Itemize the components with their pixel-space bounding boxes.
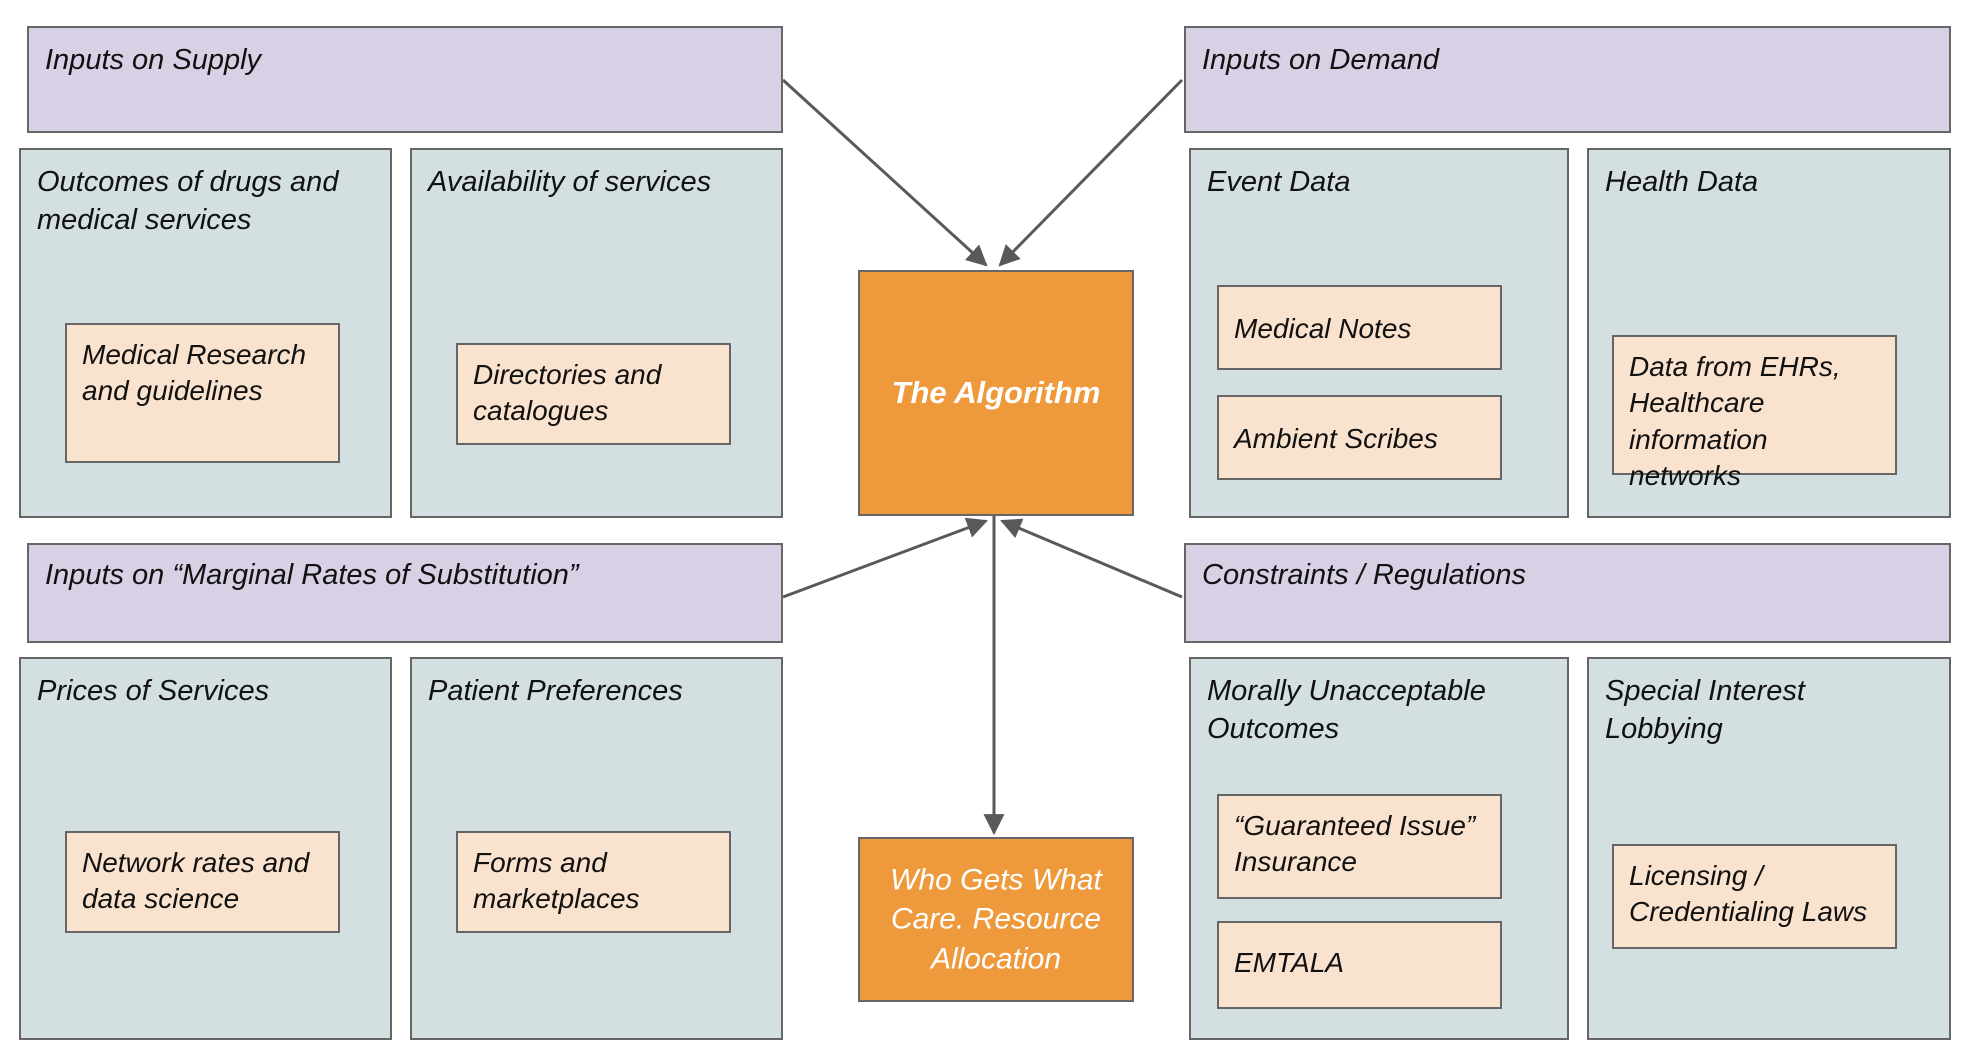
the-algorithm-label: The Algorithm (891, 375, 1101, 410)
group-label: Availability of services (428, 166, 712, 198)
group-patient-preferences[interactable]: Patient Preferences Forms and marketplac… (410, 657, 783, 1040)
arrow-supply-to-algorithm (781, 78, 988, 267)
leaf-ambient-scribes[interactable]: Ambient Scribes (1217, 395, 1502, 480)
group-label: Patient Preferences (428, 675, 683, 707)
leaf-label: Licensing / Credentialing Laws (1629, 860, 1868, 928)
leaf-label: Ambient Scribes (1234, 423, 1438, 454)
group-label: Prices of Services (37, 675, 270, 707)
group-label: Special Interest Lobbying (1605, 675, 1805, 745)
group-label: Health Data (1605, 166, 1759, 198)
group-label: Morally Unacceptable Outcomes (1207, 675, 1486, 745)
leaf-guaranteed-issue-insurance[interactable]: “Guaranteed Issue” Insurance (1217, 794, 1502, 899)
leaf-label: “Guaranteed Issue” Insurance (1234, 810, 1476, 878)
leaf-label: Forms and marketplaces (473, 847, 640, 915)
arrow-mrs-to-algorithm (782, 517, 988, 599)
leaf-forms-and-marketplaces[interactable]: Forms and marketplaces (456, 831, 731, 933)
group-health-data[interactable]: Health Data Data from EHRs, Healthcare i… (1587, 148, 1951, 518)
leaf-emtala[interactable]: EMTALA (1217, 921, 1502, 1009)
leaf-licensing-credentialing-laws[interactable]: Licensing / Credentialing Laws (1612, 844, 1897, 949)
header-constraints-regulations[interactable]: Constraints / Regulations (1184, 543, 1951, 643)
arrow-demand-to-algorithm (998, 78, 1184, 267)
who-gets-what-care-label: Who Gets What Care. Resource Allocation (890, 863, 1102, 976)
leaf-data-from-ehrs[interactable]: Data from EHRs, Healthcare information n… (1612, 335, 1897, 491)
group-prices-of-services[interactable]: Prices of Services Network rates and dat… (19, 657, 392, 1040)
header-inputs-on-marginal-rates-of-substitution[interactable]: Inputs on “Marginal Rates of Substitutio… (27, 543, 783, 643)
group-label: Event Data (1207, 166, 1351, 198)
leaf-label: Medical Notes (1234, 313, 1412, 344)
header-label: Inputs on Supply (45, 44, 262, 76)
leaf-label: Network rates and data science (82, 847, 310, 915)
arrow-constraints-to-algorithm (1000, 518, 1183, 599)
leaf-label: Directories and catalogues (473, 359, 662, 427)
header-inputs-on-demand[interactable]: Inputs on Demand (1184, 26, 1951, 133)
leaf-label: EMTALA (1234, 947, 1344, 978)
who-gets-what-care-node[interactable]: Who Gets What Care. Resource Allocation (858, 837, 1134, 1002)
group-outcomes-of-drugs-and-medical-services[interactable]: Outcomes of drugs and medical services M… (19, 148, 392, 518)
leaf-network-rates-and-data-science[interactable]: Network rates and data science (65, 831, 340, 933)
group-label: Outcomes of drugs and medical services (37, 166, 339, 236)
header-label: Constraints / Regulations (1202, 559, 1526, 591)
header-label: Inputs on “Marginal Rates of Substitutio… (45, 559, 579, 591)
leaf-medical-research-and-guidelines[interactable]: Medical Research and guidelines (65, 323, 340, 463)
leaf-medical-notes[interactable]: Medical Notes (1217, 285, 1502, 370)
group-event-data[interactable]: Event Data Medical Notes Ambient Scribes (1189, 148, 1569, 518)
group-availability-of-services[interactable]: Availability of services Directories and… (410, 148, 783, 518)
leaf-label: Medical Research and guidelines (82, 339, 307, 407)
header-inputs-on-supply[interactable]: Inputs on Supply (27, 26, 783, 133)
group-special-interest-lobbying[interactable]: Special Interest Lobbying Licensing / Cr… (1587, 657, 1951, 1040)
header-label: Inputs on Demand (1202, 44, 1439, 76)
group-morally-unacceptable-outcomes[interactable]: Morally Unacceptable Outcomes “Guarantee… (1189, 657, 1569, 1040)
the-algorithm-node[interactable]: The Algorithm (858, 270, 1134, 516)
leaf-label: Data from EHRs, Healthcare information n… (1629, 351, 1841, 492)
leaf-directories-and-catalogues[interactable]: Directories and catalogues (456, 343, 731, 445)
